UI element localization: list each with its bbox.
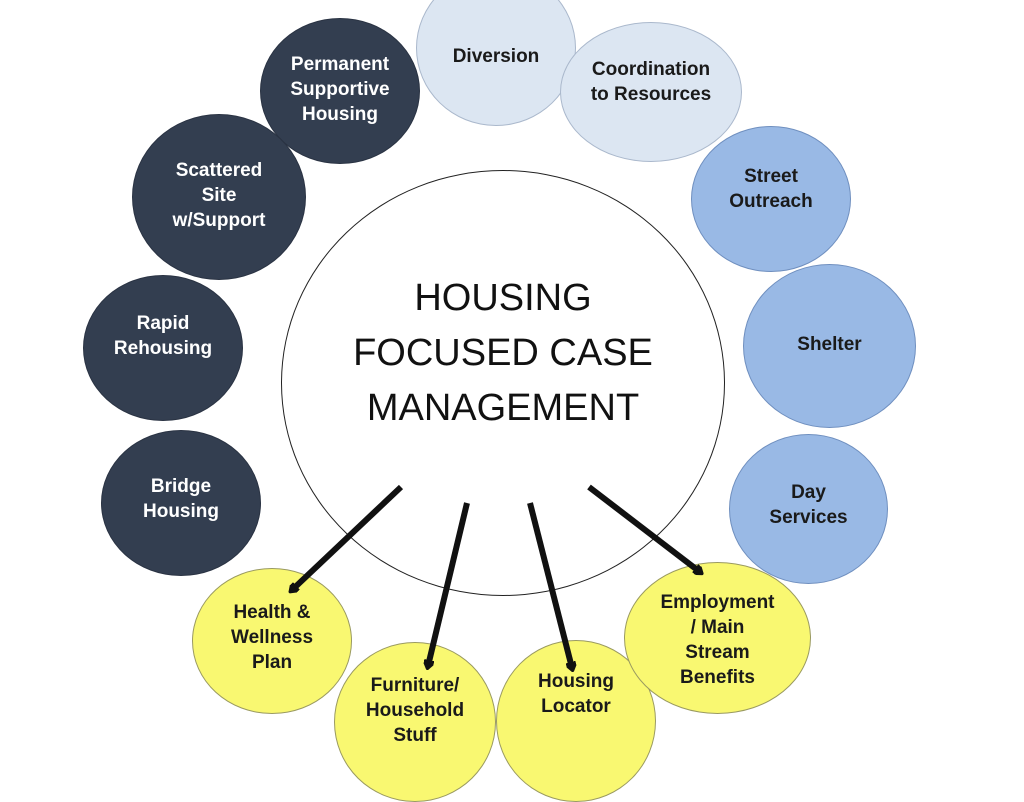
node-scattered-site: Scattered Site w/Support [132, 114, 306, 280]
node-rapid-rehousing-label: Rapid Rehousing [113, 313, 213, 359]
center-title: HOUSING FOCUSED CASE MANAGEMENT [353, 276, 653, 429]
node-health-wellness-plan: Health & Wellness Plan [192, 568, 352, 714]
arrows-layer [0, 484, 1024, 768]
arrow-to-housing-locator [527, 502, 572, 668]
node-street-outreach: Street Outreach [691, 126, 851, 272]
node-coordination-to-resources: Coordination to Resources [560, 22, 742, 162]
node-employment-label: Employment / Main Stream Benefits [660, 592, 775, 688]
node-street-outreach-label: Street Outreach [729, 166, 813, 212]
node-housing-locator-label: Housing Locator [538, 671, 614, 717]
arrow-to-health-wellness [292, 484, 404, 590]
node-day-services: Day Services [729, 434, 888, 584]
node-scattered-site-label: Scattered Site w/Support [172, 159, 266, 231]
node-day-services-label: Day Services [769, 482, 848, 528]
node-bridge-housing: Bridge Housing [101, 430, 261, 576]
node-coordination-label: Coordination to Resources [590, 59, 712, 105]
node-diversion-label: Diversion [452, 45, 540, 67]
node-health-wellness-label: Health & Wellness Plan [230, 601, 314, 673]
node-shelter-label: Shelter [797, 333, 862, 355]
node-furniture-label: Furniture/ Household Stuff [365, 674, 465, 746]
node-rapid-rehousing: Rapid Rehousing [83, 275, 243, 421]
node-permanent-supportive-housing: Permanent Supportive Housing [260, 18, 420, 164]
node-permanent-supportive-label: Permanent Supportive Housing [290, 53, 390, 125]
node-bridge-housing-label: Bridge Housing [143, 476, 219, 522]
node-diversion: Diversion [416, 0, 576, 126]
arrow-to-furniture [428, 502, 470, 666]
center-circle: HOUSING FOCUSED CASE MANAGEMENT [281, 170, 725, 596]
node-employment-benefits: Employment / Main Stream Benefits [624, 562, 811, 714]
arrow-to-employment [587, 484, 700, 572]
node-shelter: Shelter [743, 264, 916, 428]
